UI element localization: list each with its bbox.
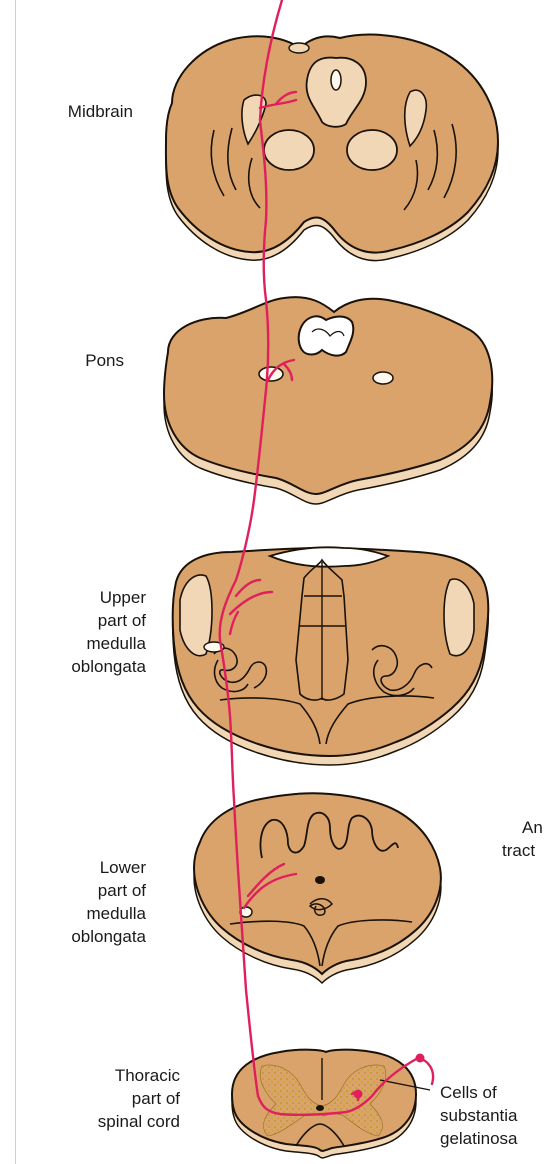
label-lower-medulla-line-4: oblongata bbox=[71, 925, 146, 948]
label-thoracic-line-1: Thoracic bbox=[98, 1064, 180, 1087]
label-substantia-line-2: substantia bbox=[440, 1104, 518, 1127]
label-upper-medulla-line-3: medulla bbox=[71, 632, 146, 655]
label-midbrain: Midbrain bbox=[68, 100, 133, 123]
label-thoracic-line-2: part of bbox=[98, 1087, 180, 1110]
label-thoracic-line-3: spinal cord bbox=[98, 1110, 180, 1133]
label-lower-medulla-line-1: Lower bbox=[71, 856, 146, 879]
lower-medulla-section bbox=[194, 793, 441, 983]
label-pons-text: Pons bbox=[85, 349, 124, 372]
label-upper-medulla-line-4: oblongata bbox=[71, 655, 146, 678]
label-substantia-gelatinosa: Cells of substantia gelatinosa bbox=[440, 1081, 518, 1150]
label-lower-medulla-line-2: part of bbox=[71, 879, 146, 902]
label-lower-medulla: Lower part of medulla oblongata bbox=[71, 856, 146, 948]
pons-section bbox=[164, 297, 492, 504]
label-thoracic: Thoracic part of spinal cord bbox=[98, 1064, 180, 1133]
label-substantia-line-3: gelatinosa bbox=[440, 1127, 518, 1150]
label-substantia-line-1: Cells of bbox=[440, 1081, 518, 1104]
label-lower-medulla-line-3: medulla bbox=[71, 902, 146, 925]
label-pons: Pons bbox=[85, 349, 124, 372]
label-cutoff-line-1: An bbox=[522, 816, 543, 839]
label-cutoff-line-2: tract bbox=[502, 839, 543, 862]
label-upper-medulla-line-1: Upper bbox=[71, 586, 146, 609]
pathway-end-dot bbox=[416, 1054, 425, 1063]
pathway-cell-dot bbox=[354, 1090, 363, 1099]
label-upper-medulla-line-2: part of bbox=[71, 609, 146, 632]
label-midbrain-text: Midbrain bbox=[68, 100, 133, 123]
label-cutoff-tract: An tract bbox=[522, 816, 543, 862]
upper-medulla-section bbox=[173, 547, 489, 765]
midbrain-section bbox=[166, 35, 498, 261]
label-upper-medulla: Upper part of medulla oblongata bbox=[71, 586, 146, 678]
